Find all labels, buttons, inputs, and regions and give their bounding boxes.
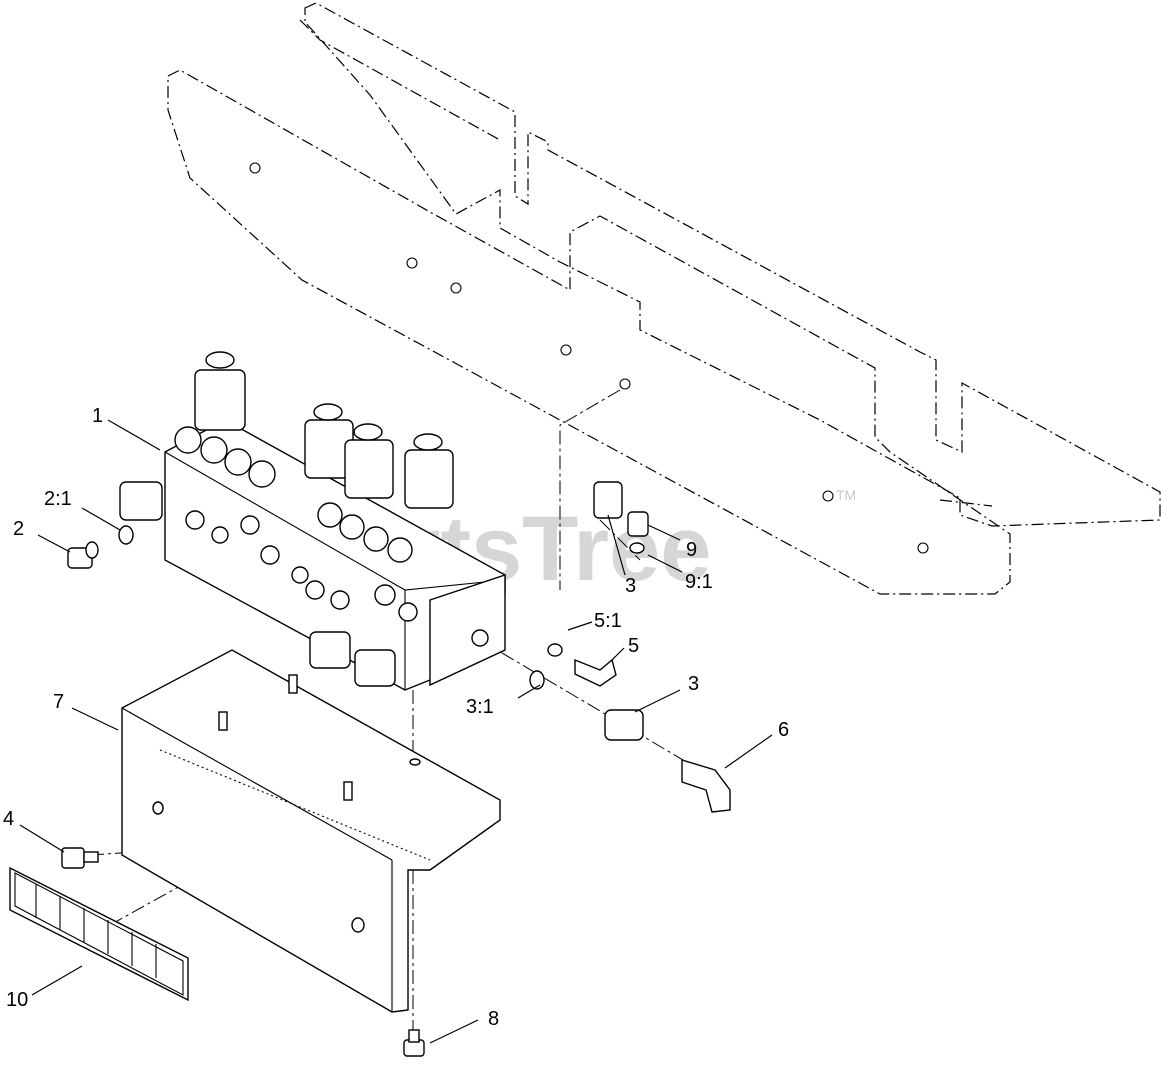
callout-5: 5 <box>628 635 639 657</box>
frame-rails-phantom <box>167 2 1161 595</box>
callout-9-1: 9:1 <box>685 571 713 593</box>
callout-10: 10 <box>6 989 28 1011</box>
callout-1: 1 <box>92 405 103 427</box>
leader-lines <box>19 419 773 1044</box>
callouts: 1 2 2:1 3 3 3:1 4 5 5:1 6 7 8 9 9:1 10 <box>3 405 789 1030</box>
callout-2-1: 2:1 <box>44 488 72 510</box>
valve-manifold <box>119 351 506 691</box>
callout-3-upper: 3 <box>625 575 636 597</box>
fittings <box>61 481 731 1057</box>
callout-3-lower: 3 <box>688 673 699 695</box>
decal <box>9 866 189 1002</box>
callout-2: 2 <box>13 518 24 540</box>
callout-5-1: 5:1 <box>594 610 622 632</box>
callout-3-1: 3:1 <box>466 696 494 718</box>
callout-6: 6 <box>778 719 789 741</box>
watermark-trademark: TM <box>836 487 856 503</box>
callout-4: 4 <box>3 808 14 830</box>
mounting-plate <box>121 649 501 1013</box>
callout-8: 8 <box>488 1008 499 1030</box>
callout-7: 7 <box>53 691 64 713</box>
callout-9: 9 <box>686 539 697 561</box>
